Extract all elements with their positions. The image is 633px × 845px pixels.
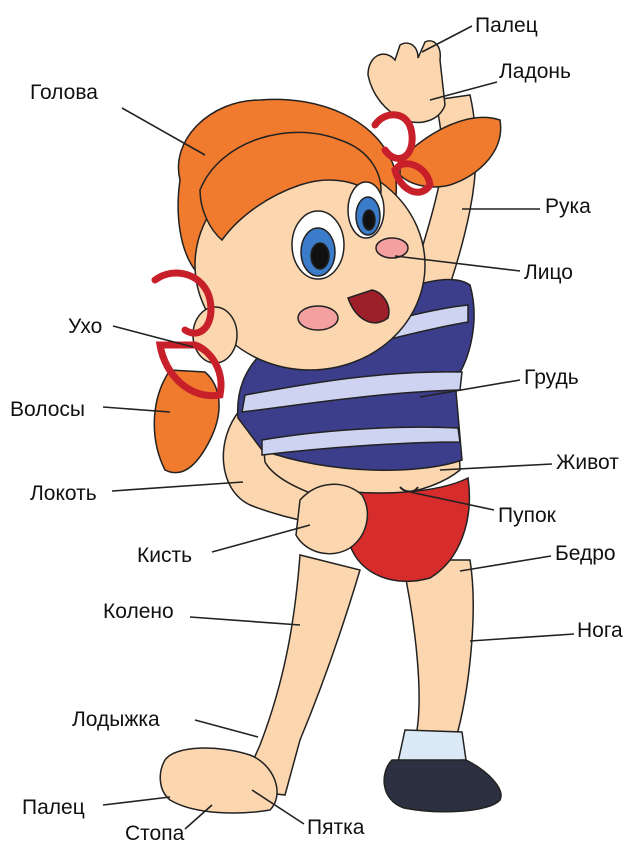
label-ankle: Лодыжка <box>72 709 160 730</box>
shoe <box>384 760 501 812</box>
leader-line-hand <box>212 525 310 552</box>
leader-line-leg <box>470 634 574 641</box>
label-palm: Ладонь <box>499 61 571 82</box>
label-toe: Палец <box>22 797 85 818</box>
label-elbow: Локоть <box>30 483 97 504</box>
label-face: Лицо <box>524 262 573 283</box>
label-arm: Рука <box>545 196 591 217</box>
left-pupil <box>311 243 329 269</box>
right-pupil <box>363 210 375 230</box>
label-foot: Стопа <box>125 823 184 844</box>
leader-line-knee <box>190 617 300 625</box>
label-leg: Нога <box>577 620 623 641</box>
label-navel: Пупок <box>498 505 556 526</box>
right-cheek <box>376 238 408 258</box>
leader-line-toe <box>103 797 170 805</box>
right-leg <box>402 560 473 742</box>
leader-line-elbow <box>112 482 243 491</box>
sock <box>398 730 466 762</box>
leader-line-ear <box>113 326 193 347</box>
label-thigh: Бедро <box>555 543 616 564</box>
label-chest: Грудь <box>524 367 579 388</box>
label-head: Голова <box>30 82 98 103</box>
label-heel: Пятка <box>307 817 364 838</box>
leader-line-ankle <box>195 720 258 737</box>
left-cheek <box>298 306 338 330</box>
label-knee: Колено <box>103 601 174 622</box>
label-hair: Волосы <box>10 399 85 420</box>
label-finger-top: Палец <box>475 15 538 36</box>
right-pigtail <box>400 117 501 187</box>
label-belly: Живот <box>556 452 619 473</box>
label-ear: Ухо <box>68 316 102 337</box>
raised-hand <box>368 41 445 123</box>
leader-line-thigh <box>460 556 551 571</box>
label-hand: Кисть <box>137 545 192 566</box>
leader-line-finger-top <box>422 26 472 52</box>
